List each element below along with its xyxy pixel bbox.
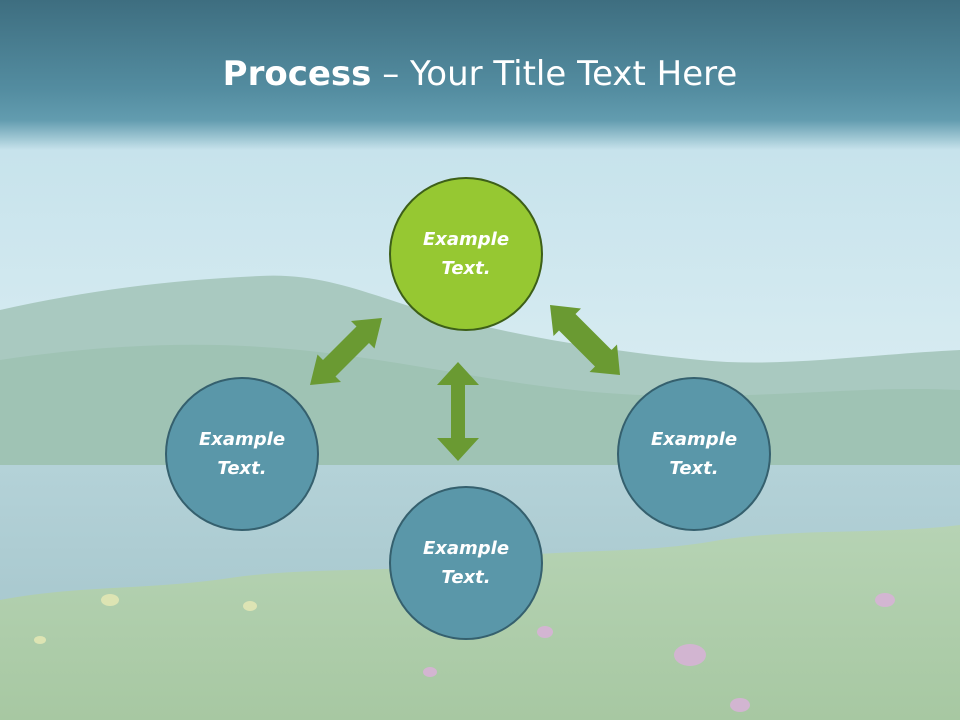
title-bar [0, 0, 960, 150]
title-rest: Your Title Text Here [410, 54, 738, 94]
node-left-text: Example Text. [198, 429, 286, 479]
title-bold: Process [222, 54, 372, 94]
node-right-text: Example Text. [650, 429, 738, 479]
node-bottom-text: Example Text. [422, 538, 510, 588]
arrow-top-left [310, 318, 382, 385]
node-top-text: Example Text. [422, 229, 510, 279]
arrow-vertical [437, 362, 479, 461]
node-top: Example Text. [389, 177, 543, 331]
node-right: Example Text. [617, 377, 771, 531]
arrow-top-right [550, 305, 620, 375]
slide-title: Process – Your Title Text Here [0, 52, 960, 96]
title-separator: – [371, 54, 411, 94]
node-left: Example Text. [165, 377, 319, 531]
node-bottom: Example Text. [389, 486, 543, 640]
